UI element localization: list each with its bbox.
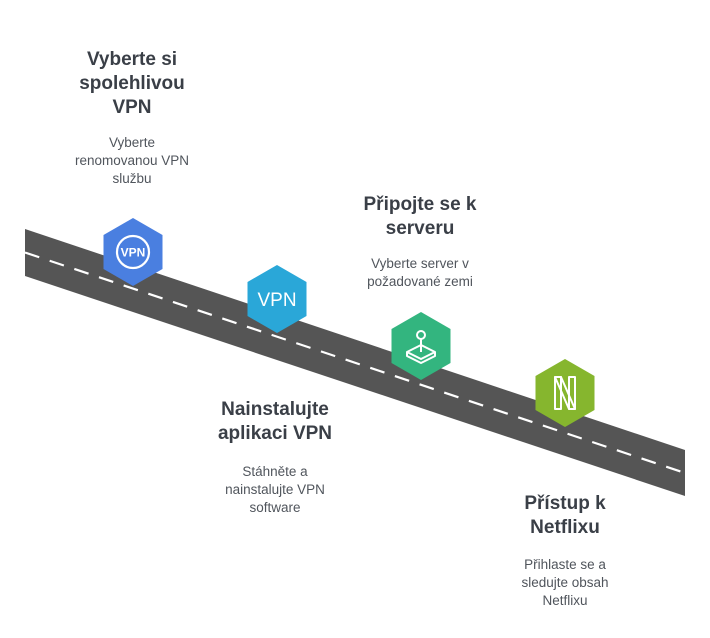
desc-line: Netflixu	[542, 593, 588, 608]
desc-line: renomovanou VPN	[74, 153, 190, 168]
step-4-title: Přístup k Netflixu	[490, 492, 640, 540]
step-3-marker	[391, 312, 451, 380]
step-3-title: Připojte se k serveru	[350, 193, 490, 241]
step-2: Nainstalujte aplikaci VPN Stáhněte a nai…	[200, 398, 350, 517]
step-3-description: Vyberte server v požadované zemi	[350, 255, 490, 291]
road-center-dashes	[24, 251, 686, 475]
desc-line: Stáhněte a	[242, 464, 308, 479]
netflix-icon	[554, 376, 576, 410]
step-2-marker: VPN	[247, 265, 307, 333]
step-4-marker	[535, 359, 595, 427]
desc-line: požadované zemi	[367, 274, 473, 289]
desc-line: službu	[112, 171, 152, 186]
step-1-marker: VPN	[103, 218, 163, 286]
title-line: serveru	[385, 218, 455, 239]
desc-line: nainstalujte VPN	[225, 482, 325, 497]
title-line: Netflixu	[530, 517, 600, 538]
title-line: Vyberte si	[86, 49, 178, 70]
step-2-title: Nainstalujte aplikaci VPN	[200, 398, 350, 446]
vpn-text-icon: VPN	[257, 290, 296, 311]
title-line: aplikaci VPN	[217, 423, 333, 444]
step-1-description: Vyberte renomovanou VPN službu	[62, 134, 202, 188]
title-line: Nainstalujte	[221, 399, 329, 420]
title-line: Přístup k	[524, 493, 606, 514]
step-4: Přístup k Netflixu Přihlaste se a sleduj…	[490, 492, 640, 610]
title-line: VPN	[112, 97, 152, 118]
title-line: Připojte se k	[363, 194, 477, 215]
step-2-description: Stáhněte a nainstalujte VPN software	[200, 463, 350, 517]
desc-line: software	[249, 500, 301, 515]
vpn-badge-icon: VPN	[115, 234, 151, 270]
desc-line: Přihlaste se a	[524, 557, 606, 572]
step-4-description: Přihlaste se a sledujte obsah Netflixu	[490, 556, 640, 610]
step-1-icon-text: VPN	[121, 246, 146, 260]
desc-line: Vyberte	[108, 135, 156, 150]
desc-line: Vyberte server v	[371, 256, 469, 271]
title-line: spolehlivou	[79, 73, 185, 94]
desc-line: sledujte obsah	[521, 575, 609, 590]
map-pin-icon	[406, 330, 436, 364]
step-1: Vyberte si spolehlivou VPN Vyberte renom…	[62, 48, 202, 188]
step-1-title: Vyberte si spolehlivou VPN	[62, 48, 202, 120]
step-3: Připojte se k serveru Vyberte server v p…	[350, 193, 490, 291]
